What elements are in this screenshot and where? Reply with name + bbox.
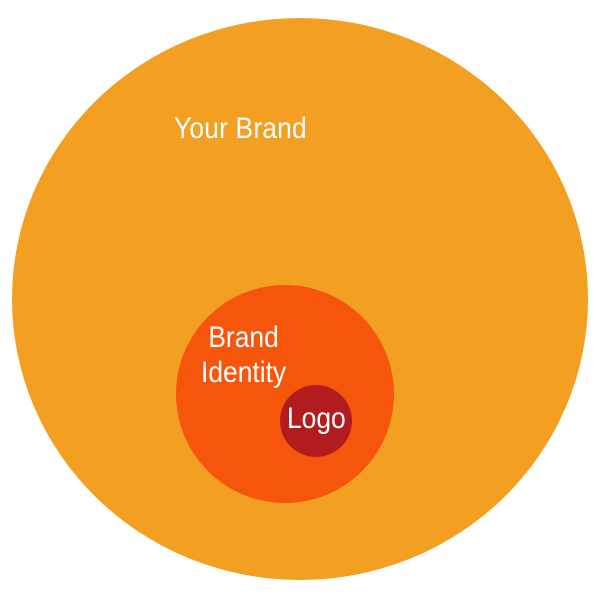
logo-circle [280, 385, 352, 457]
brand-identity-circle [176, 285, 394, 503]
brand-identity-label-line2: Identity [201, 356, 287, 389]
logo-label: Logo [287, 402, 346, 435]
brand-identity-label-line1: Brand [208, 321, 279, 354]
brand-identity-label: Brand Identity [201, 320, 286, 390]
your-brand-label: Your Brand [174, 112, 307, 145]
